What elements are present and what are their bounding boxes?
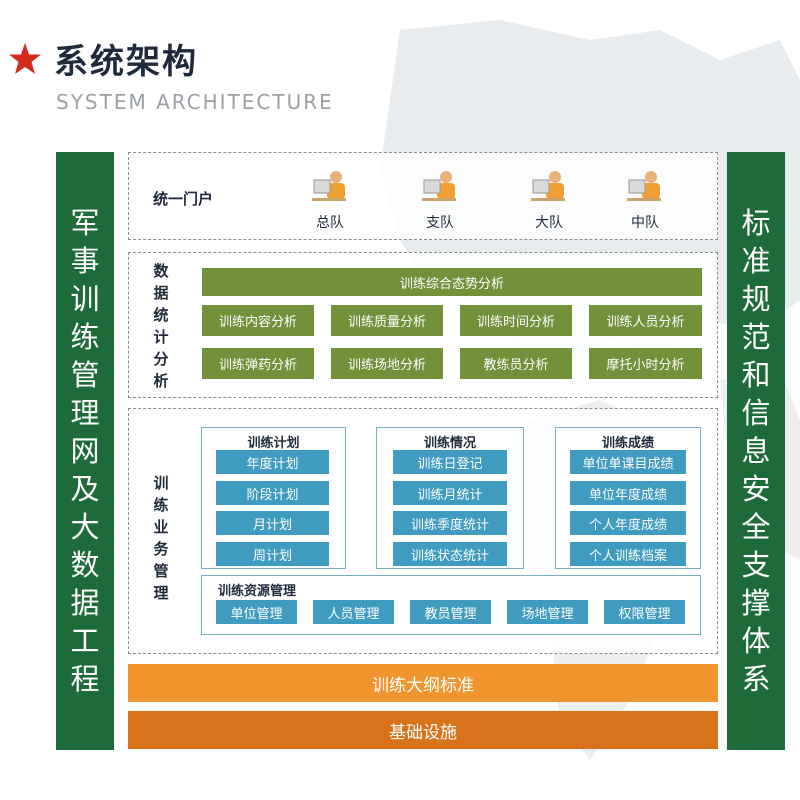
plan-box: 年度计划	[216, 450, 329, 474]
plan-box: 阶段计划	[216, 481, 329, 505]
results-box: 个人年度成绩	[570, 511, 686, 535]
resources-box: 单位管理	[216, 600, 297, 624]
resources-title: 训练资源管理	[218, 584, 297, 599]
stats-box: 教练员分析	[460, 348, 572, 379]
status-box: 训练月统计	[393, 481, 507, 505]
status-box: 训练日登记	[393, 450, 507, 474]
stats-box: 训练质量分析	[331, 305, 443, 336]
resources-box: 教员管理	[410, 600, 491, 624]
standard-bar: 训练大纲标准	[128, 664, 718, 702]
resources-box: 场地管理	[507, 600, 588, 624]
user-computer-icon	[312, 171, 346, 201]
results-box: 单位单课目成绩	[570, 450, 686, 474]
portal-item-zhidui: 支队	[410, 168, 470, 232]
plan-title: 训练计划	[247, 436, 300, 451]
stats-label: 数据统计分析	[153, 262, 169, 390]
stats-box: 训练时间分析	[460, 305, 572, 336]
plan-box: 月计划	[216, 511, 329, 535]
results-box: 个人训练档案	[570, 542, 686, 566]
stats-box: 训练场地分析	[331, 348, 443, 379]
right-pillar-text: 标准规范和信息安全支撑体系	[741, 206, 771, 696]
user-computer-icon	[627, 171, 661, 201]
portal-item-label: 支队	[426, 215, 454, 231]
plan-box: 周计划	[216, 542, 329, 566]
user-computer-icon	[422, 171, 456, 201]
page-title: 系统架构	[54, 42, 198, 82]
right-pillar: 标准规范和信息安全支撑体系	[727, 152, 785, 750]
status-box: 训练季度统计	[393, 511, 507, 535]
portal-item-dadui: 大队	[519, 168, 579, 232]
business-label: 训练业务管理	[153, 474, 169, 602]
left-pillar: 军事训练管理网及大数据工程	[56, 152, 114, 750]
stats-box: 摩托小时分析	[589, 348, 702, 379]
stats-overview-box: 训练综合态势分析	[202, 268, 702, 296]
infrastructure-bar: 基础设施	[128, 711, 718, 749]
results-box: 单位年度成绩	[570, 481, 686, 505]
resources-box: 人员管理	[313, 600, 394, 624]
resources-box: 权限管理	[604, 600, 685, 624]
portal-item-zhongdui: 中队	[615, 168, 675, 232]
status-title: 训练情况	[423, 436, 476, 451]
portal-item-zongdui: 总队	[300, 168, 360, 232]
stats-box: 训练内容分析	[202, 305, 314, 336]
status-box: 训练状态统计	[393, 542, 507, 566]
stats-box: 训练弹药分析	[202, 348, 314, 379]
user-computer-icon	[531, 171, 565, 201]
portal-label: 统一门户	[153, 190, 214, 208]
portal-item-label: 中队	[631, 215, 659, 231]
stats-box: 训练人员分析	[589, 305, 702, 336]
left-pillar-text: 军事训练管理网及大数据工程	[70, 206, 100, 696]
portal-item-label: 大队	[535, 215, 563, 231]
star-icon	[9, 43, 41, 74]
portal-item-label: 总队	[316, 215, 344, 231]
portal-section	[128, 152, 718, 240]
results-title: 训练成绩	[601, 436, 654, 451]
page-subtitle: SYSTEM ARCHITECTURE	[56, 90, 334, 114]
